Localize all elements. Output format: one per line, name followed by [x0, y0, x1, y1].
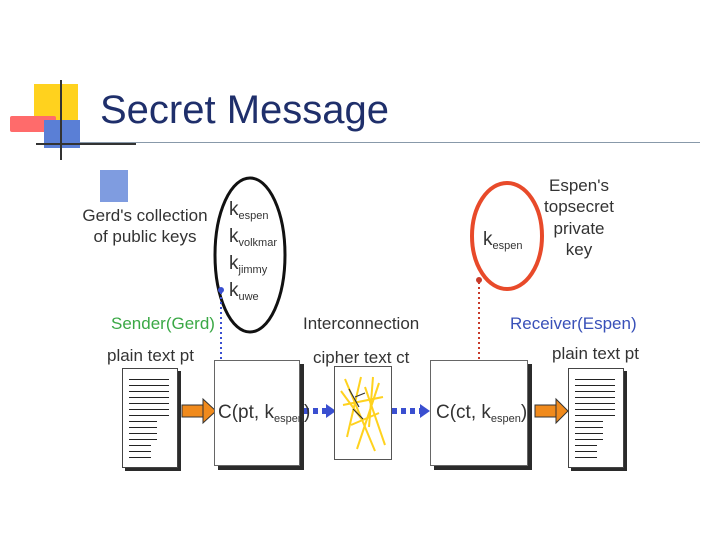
decrypt-box: [430, 360, 528, 466]
title-decoration-horizontal-line: [36, 143, 136, 145]
gerd-collection-line1: Gerd's collection: [82, 206, 208, 225]
orange-arrow-left-shaft: [181, 404, 205, 418]
blue-arrow-2-head: [420, 404, 430, 418]
espen-private-line2: topsecret: [544, 197, 614, 217]
blue-arrow-1-head: [326, 404, 336, 418]
espen-private-line4: key: [565, 239, 593, 259]
public-key-dot: [218, 287, 224, 293]
ciphertext-label: cipher text ct: [313, 348, 410, 367]
encrypt-formula: C(pt, kespen): [218, 402, 311, 425]
ciphertext-document: [334, 366, 392, 460]
orange-arrow-right-shaft: [534, 404, 558, 418]
private-key-dot: [476, 277, 482, 283]
bullet-square: [100, 170, 128, 202]
slide-title: Secret Message: [100, 88, 390, 132]
espen-private-line1: Espen's: [549, 176, 609, 195]
private-key-circle: [470, 181, 544, 291]
public-key-jimmy: kjimmy: [229, 253, 268, 277]
private-key-espen: kespen: [483, 229, 523, 252]
espen-private-line3: private: [553, 218, 605, 238]
public-key-uwe: kuwe: [229, 280, 259, 304]
orange-arrow-right-head: [555, 397, 569, 425]
plaintext-document-right: [568, 368, 624, 468]
plaintext-right-label: plain text pt: [552, 344, 639, 363]
cipher-scribbles: [340, 376, 386, 452]
decrypt-formula: C(ct, kespen): [436, 402, 528, 425]
gerd-collection-label: Gerd's collection of public keys: [82, 205, 208, 248]
public-keys-list: kespen kvolkmar kjimmy kuwe: [229, 199, 278, 304]
public-key-espen: kespen: [229, 199, 269, 222]
public-key-volkmar: kvolkmar: [229, 226, 278, 250]
sender-label: Sender(Gerd): [111, 314, 215, 333]
receiver-label: Receiver(Espen): [510, 314, 637, 333]
encrypt-box: [214, 360, 300, 466]
public-keys-circle: [213, 176, 287, 334]
plaintext-left-label: plain text pt: [107, 346, 194, 365]
plaintext-document-left: [122, 368, 178, 468]
gerd-collection-line2: of public keys: [93, 227, 197, 247]
interconnection-label: Interconnection: [303, 314, 420, 333]
title-decoration-vertical-line: [60, 80, 62, 160]
title-underline: [80, 142, 700, 143]
espen-private-key-label: Espen's topsecret private key: [534, 175, 624, 260]
orange-arrow-left-head: [202, 397, 217, 425]
